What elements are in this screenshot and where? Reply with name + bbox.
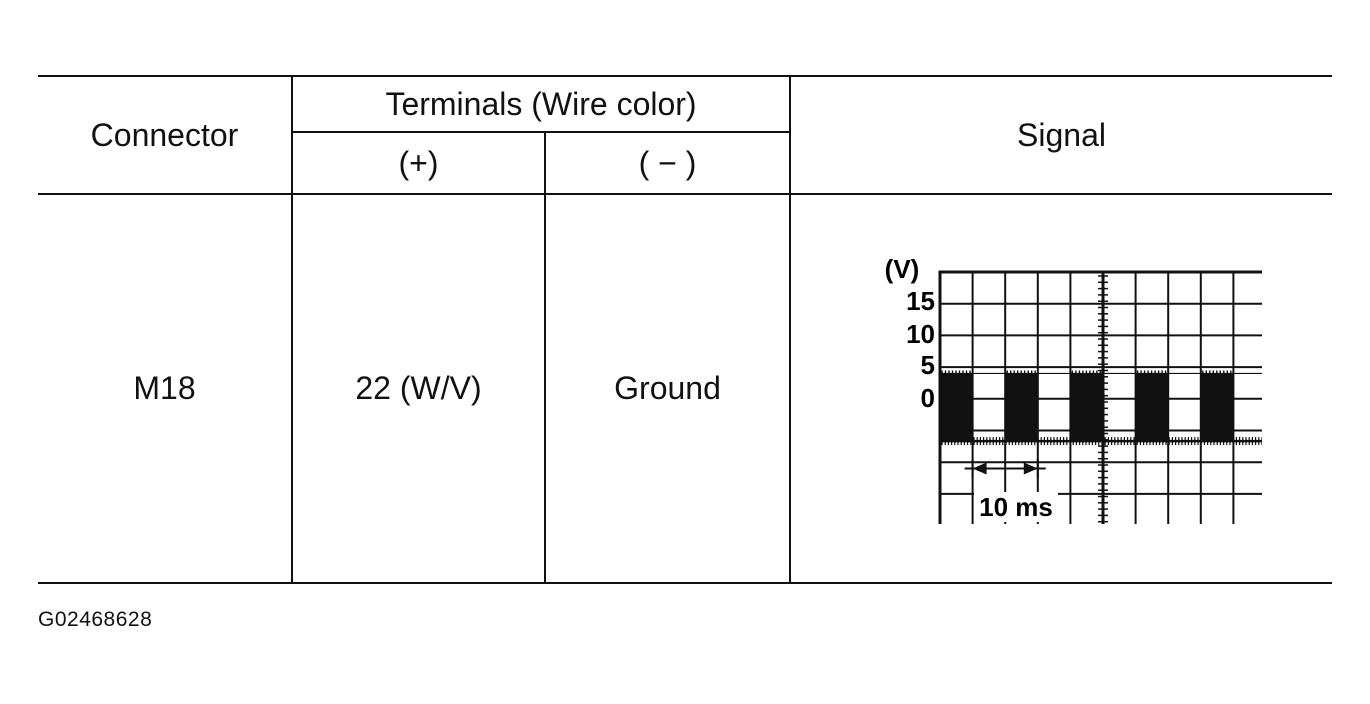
burst-body <box>1069 373 1103 441</box>
waveform-burst <box>1069 370 1103 441</box>
figure-reference-code: G02468628 <box>38 608 153 631</box>
cell-minus-terminal: Ground <box>543 193 792 584</box>
time-scale-label: 10 ms <box>979 492 1053 522</box>
y-tick-label-15: 15 <box>906 286 935 316</box>
burst-body <box>939 373 973 441</box>
header-plus-terminal: (+) <box>292 131 546 196</box>
y-axis-unit-label: (V) <box>884 254 919 284</box>
waveform-burst <box>939 370 973 441</box>
burst-body <box>1004 373 1038 441</box>
y-tick-label-0: 0 <box>920 383 934 413</box>
time-scale-marker <box>964 458 1046 479</box>
time-label-background <box>973 491 1058 522</box>
y-tick-label-5: 5 <box>920 350 934 380</box>
waveform-burst <box>1200 370 1233 441</box>
waveform-burst <box>1135 370 1168 441</box>
header-connector: Connector <box>38 74 293 196</box>
header-minus-terminal: ( − ) <box>543 131 791 196</box>
burst-body <box>1200 373 1233 441</box>
header-terminals: Terminals (Wire color) <box>290 74 792 134</box>
cell-connector: M18 <box>38 193 293 584</box>
arrow-left-icon <box>972 462 987 475</box>
waveform-trace <box>939 370 1262 445</box>
oscilloscope-waveform: (V) 15 10 5 0 10 ms <box>884 254 1262 524</box>
arrow-right-icon <box>1023 462 1038 475</box>
y-tick-label-10: 10 <box>906 319 935 349</box>
connector-signal-table: Connector Terminals (Wire color) Signal … <box>38 74 1333 584</box>
cell-signal: (V) 15 10 5 0 10 ms <box>789 193 1333 584</box>
cell-plus-terminal: 22 (W/V) <box>291 193 546 584</box>
header-signal: Signal <box>789 74 1333 196</box>
burst-body <box>1135 373 1168 441</box>
waveform-burst <box>1004 370 1038 441</box>
